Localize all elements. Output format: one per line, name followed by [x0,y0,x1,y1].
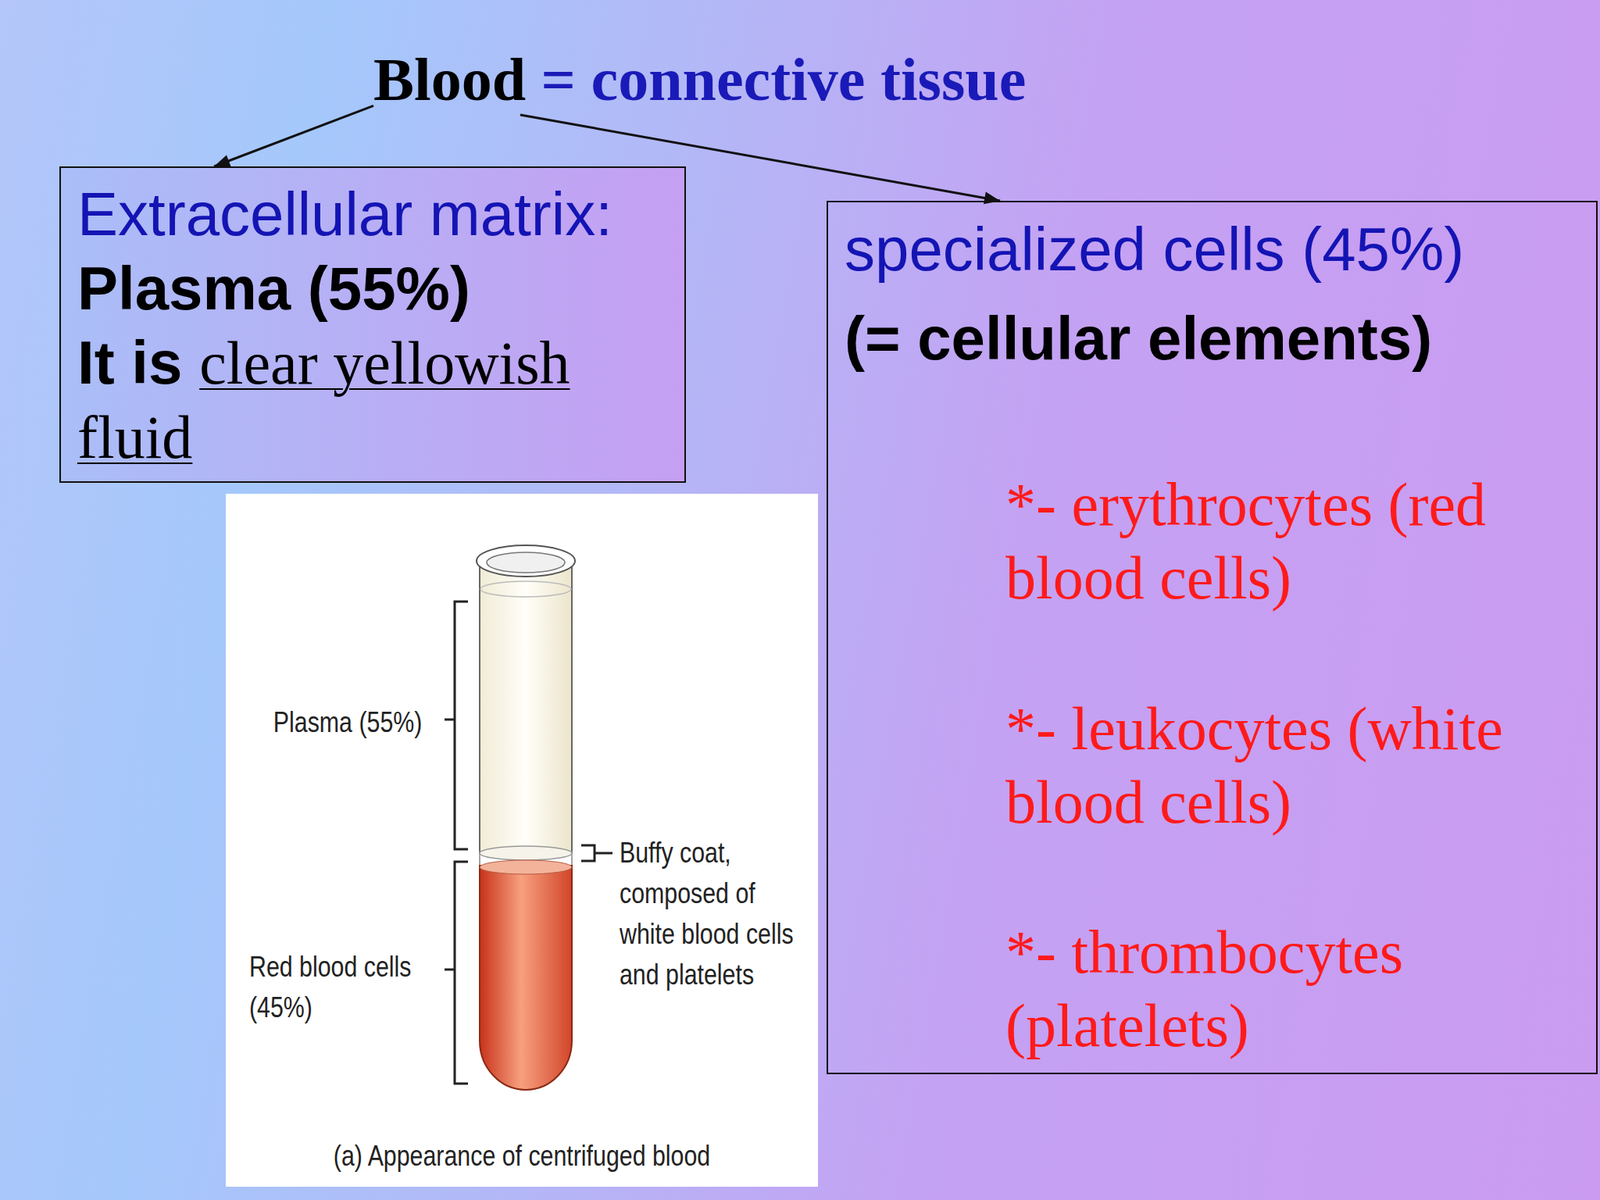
figure-panel: Plasma (55%) Buffy coat, composed of whit… [225,493,818,1187]
red-cell-surface [479,860,572,875]
arrow-head [983,192,1000,205]
layer-label: Plasma (55%) [272,702,422,743]
plasma-layer [479,560,572,854]
box-heading: specialized cells (45%) [844,212,1465,287]
connector-line [520,114,1000,201]
text-paragraph: It isclear yellowish fluid [77,325,668,475]
box-heading: Extracellular matrix: [77,177,668,252]
connector-line [214,105,374,167]
list-item: *- leukocytes (white blood cells) [1005,692,1568,840]
figure-caption: (a) Appearance of centrifuged blood [278,1135,765,1177]
title-text: = connective tissue [541,44,1027,115]
box-subheading: (= cellular elements) [844,301,1433,376]
plasma-bracket [444,601,468,850]
connector-arrow [520,114,1000,204]
title-node: Blood= connective tissue [373,44,1026,115]
connector-arrow [214,105,374,167]
box-subheading: Plasma (55%) [77,251,668,326]
red-cell-layer [479,865,572,1090]
list-item: *- erythrocytes (red blood cells) [1005,467,1568,615]
arrow-head [214,154,232,167]
box-text: It is [77,328,183,397]
buffy-coat-bracket [581,845,613,861]
tube-rim [476,545,575,577]
layer-label: Red blood cells (45%) [249,946,422,1029]
plasma-surface [480,581,572,597]
tube-opening [486,552,565,573]
red-cell-bracket [444,861,468,1084]
cells-box: specialized cells (45%) (= cellular eleme… [826,200,1598,1075]
matrix-box: Extracellular matrix:Plasma (55%)It iscl… [59,166,686,483]
title-word: Blood [373,44,526,115]
buffy-coat-surface [479,846,572,861]
list-item: *- thrombocytes (platelets) [1005,915,1568,1063]
layer-label: Buffy coat, composed of white blood cell… [619,832,806,996]
